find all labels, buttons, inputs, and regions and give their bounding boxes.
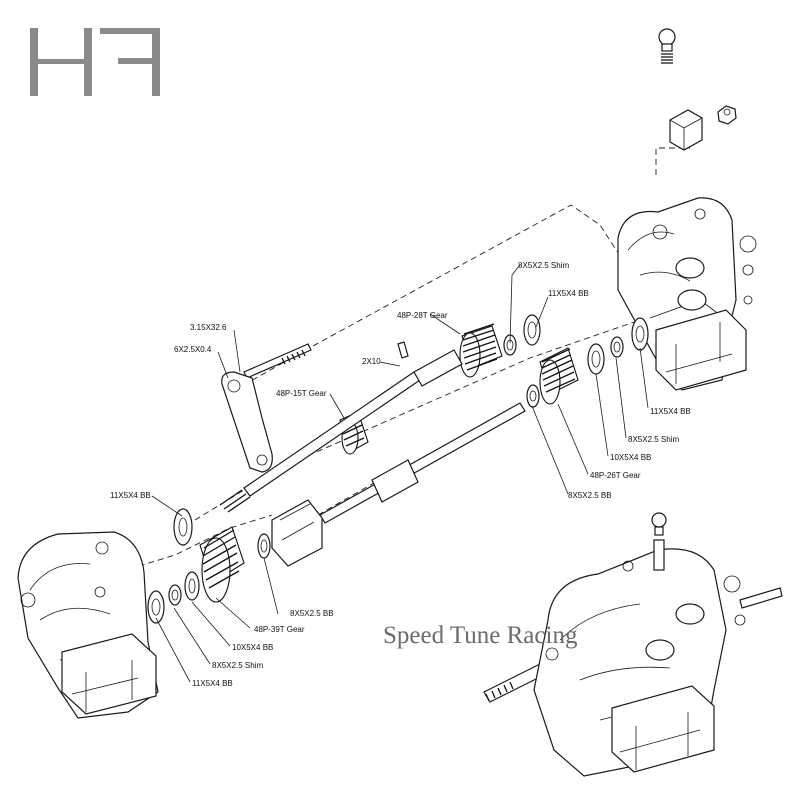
label-gear-48p-26t: 48P-26T Gear [590, 471, 641, 480]
gear-48p-26t [539, 347, 579, 405]
label-bb-8x5x2-5-right: 8X5X2.5 BB [568, 491, 612, 500]
upper-shaft [219, 349, 463, 513]
label-pin-3-15x32-6: 3.15X32.6 [190, 323, 227, 332]
left-bearing-stack [147, 508, 271, 624]
label-bb-10x5x4-left: 10X5X4 BB [232, 643, 273, 652]
transmission-housing-left [17, 531, 159, 719]
gear-48p-28t [459, 323, 503, 378]
label-bb-11x5x4-top: 11X5X4 BB [548, 289, 589, 298]
speed-tune-racing-watermark: Speed Tune Racing [383, 622, 578, 649]
label-gear-48p-15t: 48P-15T Gear [276, 389, 327, 398]
shift-link-arm [221, 371, 273, 473]
label-shim-6x2-5x0-4: 6X2.5X0.4 [174, 345, 212, 354]
assembled-transmission [483, 512, 783, 777]
small-pin-2x10 [397, 341, 409, 359]
upper-nut-block [669, 105, 737, 151]
label-bb-11x5x4-right: 11X5X4 BB [650, 407, 691, 416]
leader-lines [151, 264, 649, 683]
part-labels: 8X5X2.5 Shim 11X5X4 BB 48P-28T Gear 3.15… [110, 261, 691, 688]
label-shim-8x5x2-5-top: 8X5X2.5 Shim [518, 261, 569, 270]
gear-48p-39t [199, 526, 245, 603]
upper-ball-stud [658, 28, 676, 64]
label-pin-2x10: 2X10 [362, 357, 381, 366]
label-shim-8x5x2-5-left: 8X5X2.5 Shim [212, 661, 263, 670]
upper-pin [243, 343, 312, 379]
label-bb-11x5x4-left: 11X5X4 BB [110, 491, 151, 500]
label-bb-8x5x2-5-left: 8X5X2.5 BB [290, 609, 334, 618]
label-shim-8x5x2-5-right: 8X5X2.5 Shim [628, 435, 679, 444]
label-bb-10x5x4-right: 10X5X4 BB [610, 453, 651, 462]
label-gear-48p-39t: 48P-39T Gear [254, 625, 305, 634]
right-bearing-stack [503, 314, 649, 408]
hr-logo: HR [30, 28, 160, 96]
center-coupler [271, 499, 323, 567]
transmission-housing-right [617, 197, 757, 391]
lower-shaft [319, 402, 526, 524]
label-gear-48p-28t: 48P-28T Gear [397, 311, 448, 320]
label-bb-11x5x4-bottom: 11X5X4 BB [192, 679, 233, 688]
